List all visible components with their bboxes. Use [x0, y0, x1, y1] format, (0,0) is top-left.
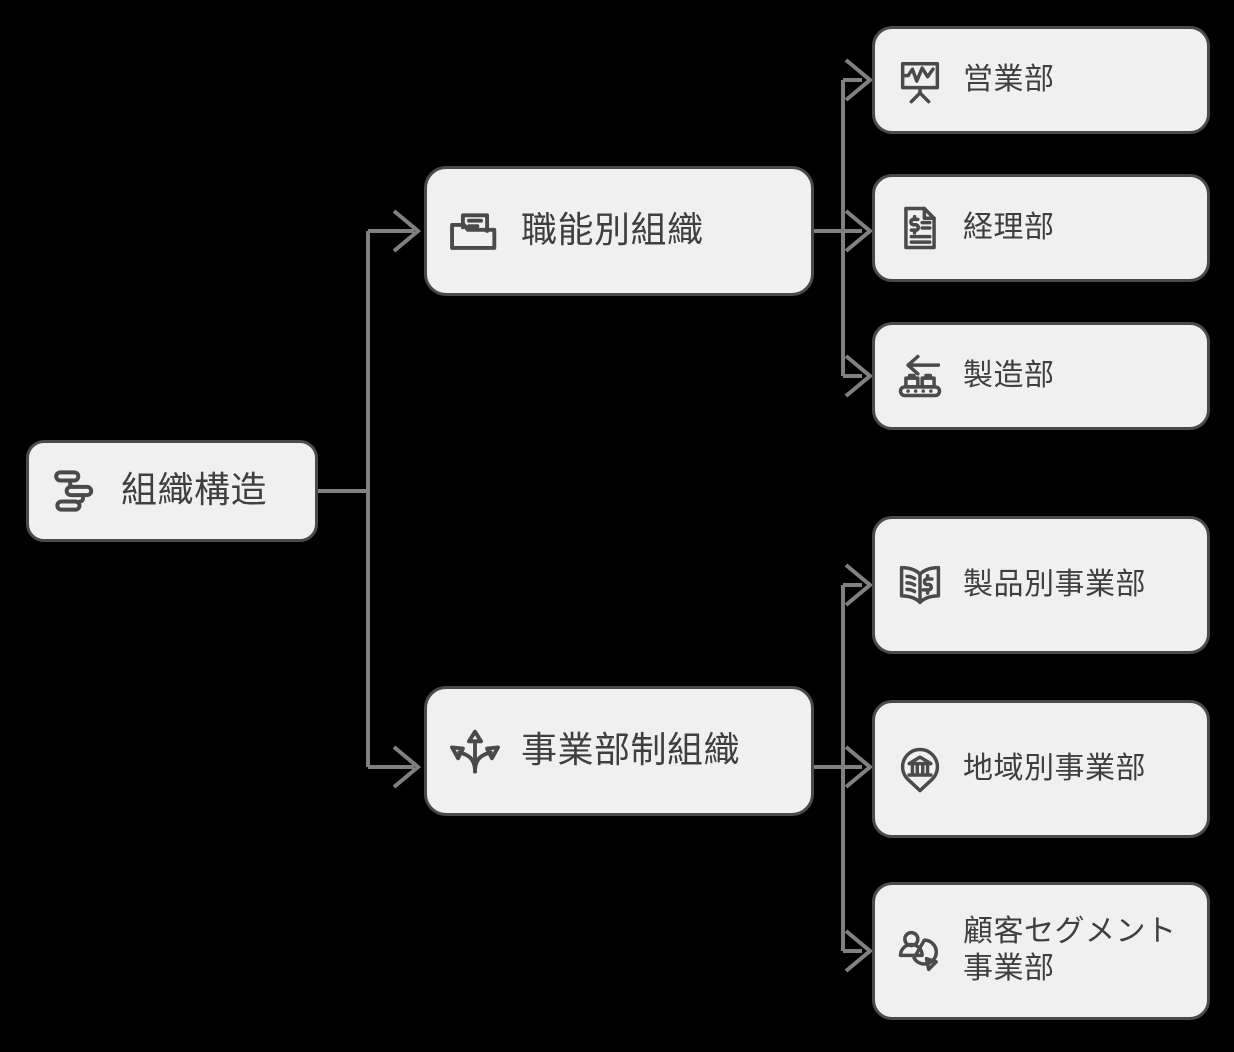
arrowhead-region [844, 745, 874, 789]
arrowhead-functional [392, 209, 422, 253]
book-dollar-icon [893, 558, 947, 612]
node-product-division[interactable]: 製品別事業部 [872, 516, 1210, 654]
node-region-division[interactable]: 地域別事業部 [872, 700, 1210, 838]
arrowhead-product [844, 563, 874, 607]
node-divisional-label: 事業部制組織 [521, 730, 741, 772]
node-product-division-label: 製品別事業部 [963, 566, 1146, 602]
branching-arrows-icon [445, 721, 505, 781]
arrowhead-accounting [844, 209, 874, 253]
arrowhead-customer [844, 929, 874, 973]
presentation-chart-icon [893, 53, 947, 107]
node-accounting[interactable]: 経理部 [872, 174, 1210, 282]
map-pin-bank-icon [893, 742, 947, 796]
node-manufacturing[interactable]: 製造部 [872, 322, 1210, 430]
node-sales-label: 営業部 [963, 61, 1055, 97]
node-region-division-label: 地域別事業部 [963, 750, 1146, 786]
node-accounting-label: 経理部 [963, 209, 1055, 245]
node-root[interactable]: 組織構造 [26, 440, 318, 542]
node-manufacturing-label: 製造部 [963, 357, 1055, 393]
node-functional[interactable]: 職能別組織 [424, 166, 814, 296]
node-sales[interactable]: 営業部 [872, 26, 1210, 134]
arrowhead-manufacturing [844, 354, 874, 398]
people-pie-chart-icon [893, 924, 947, 978]
arrowhead-divisional [392, 745, 422, 789]
node-divisional[interactable]: 事業部制組織 [424, 686, 814, 816]
conveyor-belt-icon [893, 349, 947, 403]
node-customer-division-label: 顧客セグメント 事業部 [963, 914, 1177, 986]
gantt-chart-icon [47, 462, 105, 520]
arrowhead-sales [844, 58, 874, 102]
invoice-document-icon [893, 201, 947, 255]
node-root-label: 組織構造 [121, 470, 268, 512]
folder-document-icon [445, 201, 505, 261]
node-customer-division[interactable]: 顧客セグメント 事業部 [872, 882, 1210, 1020]
node-functional-label: 職能別組織 [521, 210, 704, 252]
